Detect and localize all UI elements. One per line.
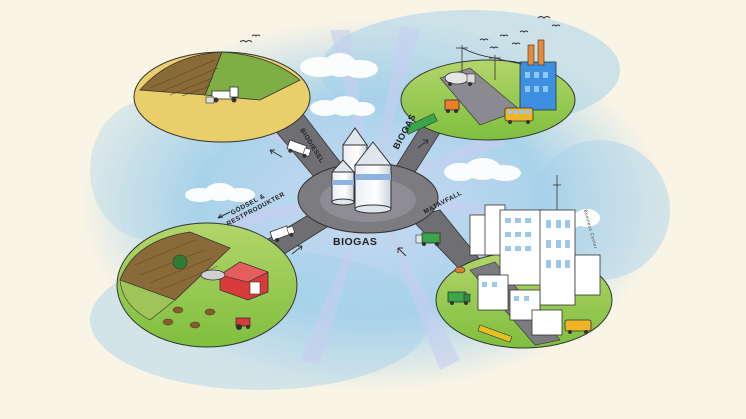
arrow-icon bbox=[217, 211, 231, 219]
barn bbox=[219, 261, 269, 301]
cloud bbox=[444, 158, 521, 181]
silo-small bbox=[330, 159, 356, 206]
arrow-icon bbox=[397, 247, 407, 257]
industry-island bbox=[400, 39, 576, 141]
arrow-icon bbox=[291, 245, 303, 255]
gas-pipe bbox=[404, 113, 438, 135]
tractor bbox=[235, 317, 251, 330]
farm-island bbox=[116, 222, 298, 348]
bus bbox=[504, 107, 534, 124]
biogas-silos bbox=[330, 127, 393, 214]
forklift bbox=[444, 99, 460, 113]
biogas-center-label: BIOGAS bbox=[333, 236, 377, 248]
tanker-truck bbox=[444, 71, 476, 86]
silo-main bbox=[353, 141, 393, 214]
slurry-tank bbox=[200, 269, 226, 281]
city-bus bbox=[564, 319, 592, 334]
power-plant bbox=[519, 39, 557, 111]
arrow-icon bbox=[417, 139, 429, 149]
harvester-truck bbox=[205, 86, 239, 104]
windows bbox=[482, 218, 570, 301]
cloud bbox=[300, 53, 378, 78]
city-island bbox=[435, 175, 613, 349]
biodiesel-truck bbox=[286, 139, 312, 158]
food-waste-truck bbox=[415, 232, 441, 246]
crop-field-island bbox=[133, 51, 311, 143]
train bbox=[477, 324, 513, 343]
birds bbox=[239, 16, 561, 49]
tree bbox=[172, 254, 188, 270]
livestock bbox=[162, 306, 216, 329]
garbage-truck bbox=[447, 291, 471, 305]
buildings bbox=[469, 175, 601, 336]
arrow-icon bbox=[269, 149, 283, 158]
cloud bbox=[310, 96, 375, 116]
cloud bbox=[185, 183, 255, 202]
manure-truck bbox=[269, 225, 296, 243]
road-vehicles bbox=[269, 139, 441, 246]
car bbox=[454, 266, 466, 274]
power-lines bbox=[456, 45, 523, 80]
clouds bbox=[185, 53, 600, 228]
flow-arrows bbox=[217, 139, 429, 257]
